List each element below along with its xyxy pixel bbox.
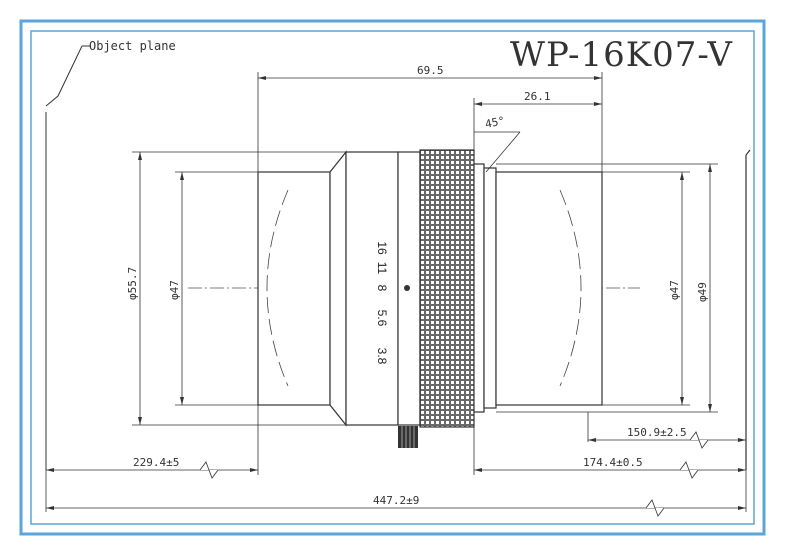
dim-diameter-rear-outer: φ49 bbox=[696, 282, 709, 302]
aperture-scale: 16 11 8 5.6 3.8 bbox=[375, 241, 389, 364]
dim-diameter-front: φ47 bbox=[168, 280, 181, 300]
dim-overall-length: 69.5 bbox=[417, 64, 444, 77]
f-number-label: 3.8 bbox=[375, 348, 389, 365]
locking-screw bbox=[398, 426, 418, 448]
lens-glass-arcs bbox=[266, 189, 582, 387]
f-number-label: 5.6 bbox=[375, 310, 389, 327]
dim-diameter-left: φ55.7 bbox=[126, 267, 139, 300]
image-plane bbox=[745, 149, 751, 470]
lens-body bbox=[257, 149, 603, 428]
dimension-lines bbox=[45, 72, 747, 512]
f-number-label: 11 bbox=[375, 262, 389, 275]
dim-dist-150: 150.9±2.5 bbox=[627, 426, 687, 439]
f-number-label: 16 bbox=[375, 241, 389, 255]
dim-rear-length: 26.1 bbox=[524, 90, 551, 103]
drawing-frame bbox=[19, 19, 766, 536]
dim-dist-229: 229.4±5 bbox=[133, 456, 179, 469]
object-plane bbox=[45, 45, 90, 470]
dim-dist-174: 174.4±0.5 bbox=[583, 456, 643, 469]
break-marks bbox=[199, 431, 709, 517]
model-title: WP-16K07-V bbox=[510, 35, 733, 75]
f-number-label: 8 bbox=[375, 285, 389, 292]
dim-dist-total: 447.2±9 bbox=[373, 494, 419, 507]
arrowheads bbox=[46, 76, 746, 510]
aperture-index-dot bbox=[404, 285, 410, 291]
object-plane-label: Object plane bbox=[89, 39, 176, 53]
dim-angle: 45° bbox=[484, 114, 506, 131]
dim-diameter-rear: φ47 bbox=[668, 280, 681, 300]
